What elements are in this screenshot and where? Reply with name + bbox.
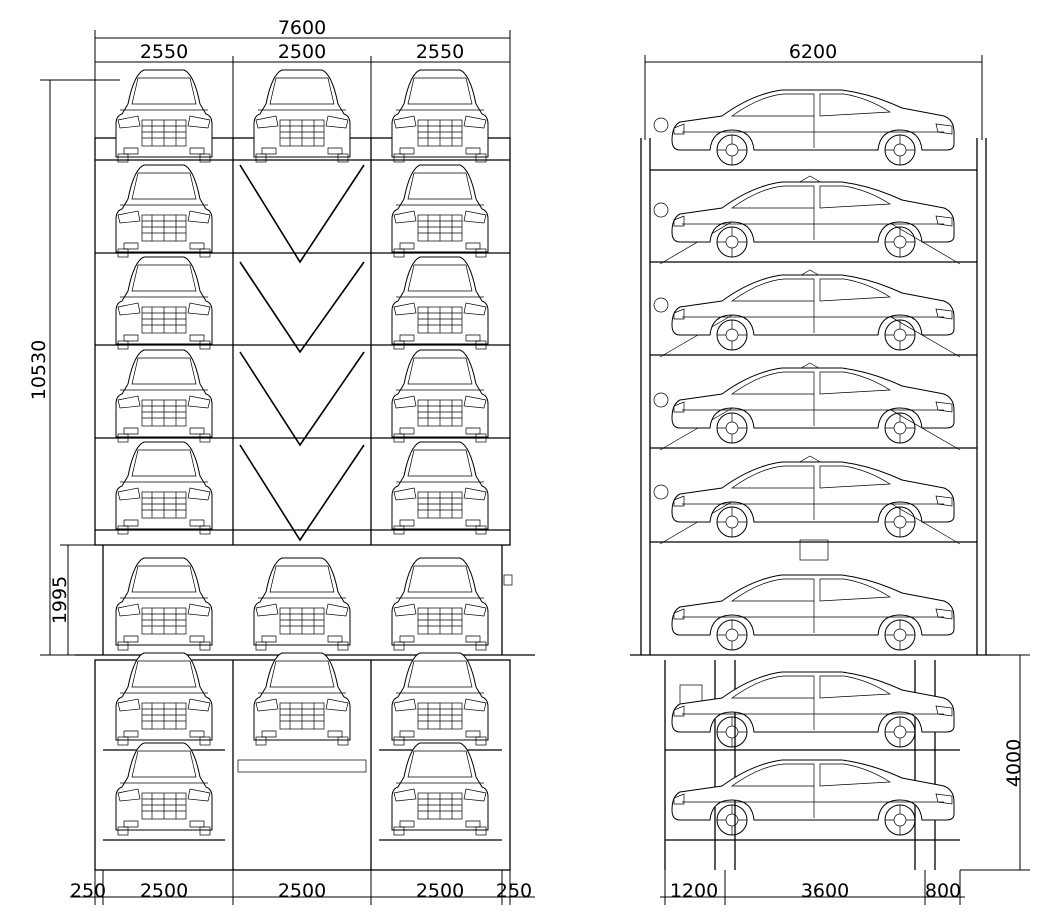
front-ground-cars [115,557,489,651]
front-left-dimensions: 10530 1995 [28,79,120,656]
car-front [115,164,213,258]
front-elevation-view: 7600 2550 2500 2550 10530 1995 [28,17,535,905]
side-cars [671,89,955,836]
side-pit-frame [664,660,960,870]
front-steel-frame [94,137,513,655]
front-pit-cars [115,652,489,836]
car-side [671,574,955,651]
dim-side-left: 1200 [670,880,718,902]
car-front [391,652,489,746]
dim-edge-left: 250 [70,880,106,902]
car-front [115,557,213,651]
dim-bay1-width: 2550 [140,41,188,63]
car-front [253,557,351,651]
car-front [115,742,213,836]
car-side [671,367,955,444]
car-side [671,181,955,258]
dim-edge-right: 250 [496,880,532,902]
front-bottom-dimensions: 250 2500 2500 2500 250 [70,870,535,905]
car-side [671,671,955,748]
car-front [391,557,489,651]
car-front [115,441,213,535]
dim-pit-depth: 4000 [1003,739,1025,787]
car-side [671,89,955,166]
car-front [391,441,489,535]
car-front [115,256,213,350]
car-front [391,742,489,836]
front-upper-cars [115,69,489,535]
car-side [671,274,955,351]
front-top-dimensions: 7600 2550 2500 2550 [94,17,511,140]
dim-side-center: 3600 [801,880,849,902]
dim-bottom-bay2: 2500 [278,880,326,902]
car-front [391,69,489,163]
dim-total-height: 10530 [28,340,50,400]
car-front [115,69,213,163]
car-side [671,759,955,836]
car-front [391,349,489,443]
dim-bottom-bay3: 2500 [416,880,464,902]
car-front [391,164,489,258]
side-top-dimensions: 6200 [644,41,983,140]
dim-side-overall: 6200 [789,41,837,63]
car-front [115,652,213,746]
dim-bottom-bay1: 2500 [140,880,188,902]
car-front [253,69,351,163]
side-bottom-dimensions: 1200 3600 800 [660,870,965,905]
dim-overall-width: 7600 [278,17,326,39]
car-front [115,349,213,443]
side-elevation-view: 6200 [630,41,1030,905]
side-steel-frame [640,117,987,655]
car-front [253,652,351,746]
dim-bay2-width: 2500 [278,41,326,63]
car-side [671,461,955,538]
dim-bay3-width: 2550 [416,41,464,63]
side-right-dimensions: 4000 [960,654,1030,871]
dim-ground-level: 1995 [49,576,71,624]
front-pit-frame [94,659,511,871]
car-front [391,256,489,350]
dim-side-right: 800 [925,880,961,902]
